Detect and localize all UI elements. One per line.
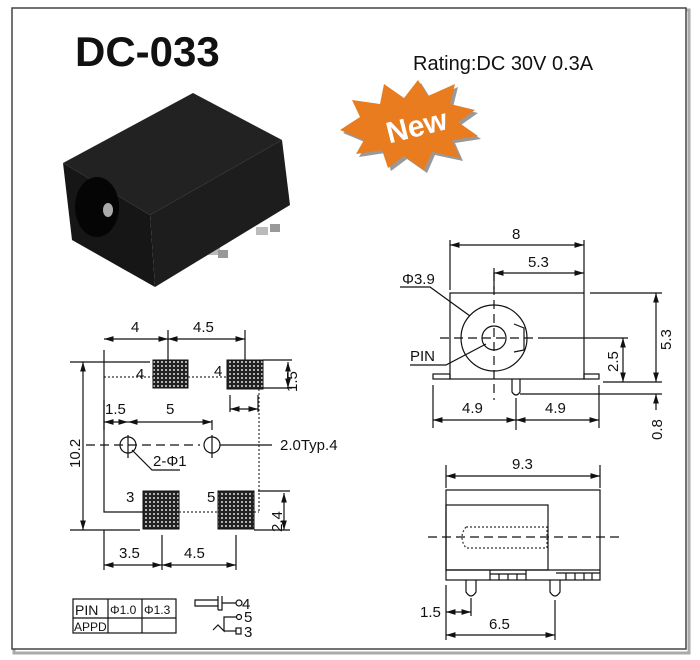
jack-schematic-symbol: 4 5 3 — [194, 596, 252, 641]
side-view-drawing — [428, 465, 622, 640]
frame — [11, 7, 687, 650]
pad-label: 4 — [214, 363, 222, 380]
dim-label: 0.8 — [649, 419, 666, 440]
dim-label: 2.5 — [605, 351, 622, 372]
new-badge: New — [340, 80, 481, 173]
dim-label: Φ3.9 — [402, 271, 435, 288]
side-view-labels: 9.3 1.5 6.5 — [420, 456, 533, 633]
front-view-labels: 8 5.3 Φ3.9 PIN 5.3 2.5 4.9 4.9 0.8 — [402, 226, 675, 440]
dim-label: 4.9 — [462, 400, 483, 417]
pad-label: 5 — [207, 489, 215, 506]
dim-label: 5.3 — [658, 329, 675, 350]
pad-4a — [152, 359, 189, 389]
footprint-labels: 4 4.5 1.5 5 2.0Typ.4 2-Φ1 10.2 1.5 2.4 3… — [67, 319, 338, 562]
dim-label: 8 — [512, 226, 520, 243]
dim-label: 4.9 — [545, 400, 566, 417]
product-title: DC-033 — [75, 28, 220, 75]
dim-label: 1.5 — [420, 604, 441, 621]
product-photo — [63, 93, 290, 287]
pin-label: PIN — [410, 348, 435, 365]
schematic-label: 4 — [242, 596, 250, 613]
table-header: Φ1.3 — [144, 603, 171, 617]
dim-label: 2.4 — [269, 511, 286, 532]
dim-label: 4 — [131, 319, 139, 336]
pin-table: PIN Φ1.0 Φ1.3 APPD — [72, 598, 177, 634]
pad-3 — [142, 490, 180, 530]
dim-label: 3.5 — [119, 545, 140, 562]
table-header: PIN — [75, 602, 98, 618]
dim-label: 9.3 — [512, 456, 533, 473]
dim-label: 10.2 — [67, 439, 84, 468]
pad-4b — [226, 359, 264, 390]
dim-label: 1.5 — [105, 401, 126, 418]
dim-label: 2.0Typ.4 — [280, 437, 338, 454]
table-row-label: APPD — [74, 620, 107, 634]
pad-label: 3 — [126, 489, 134, 506]
pad-5 — [217, 490, 255, 530]
schematic-label: 3 — [244, 624, 252, 641]
table-header: Φ1.0 — [110, 603, 137, 617]
dim-label: 1.5 — [284, 371, 301, 392]
dim-label: 5.3 — [528, 254, 549, 271]
footprint-drawing — [70, 330, 292, 570]
dim-label: 4.5 — [193, 319, 214, 336]
dim-label: 2-Φ1 — [153, 453, 187, 470]
dim-label: 4.5 — [184, 545, 205, 562]
pad-label: 4 — [136, 366, 144, 383]
rating-text: Rating:DC 30V 0.3A — [413, 53, 594, 75]
schematic-label: 5 — [244, 609, 252, 626]
dim-label: 6.5 — [489, 616, 510, 633]
dim-label: 5 — [166, 401, 174, 418]
front-view-drawing — [400, 240, 662, 430]
